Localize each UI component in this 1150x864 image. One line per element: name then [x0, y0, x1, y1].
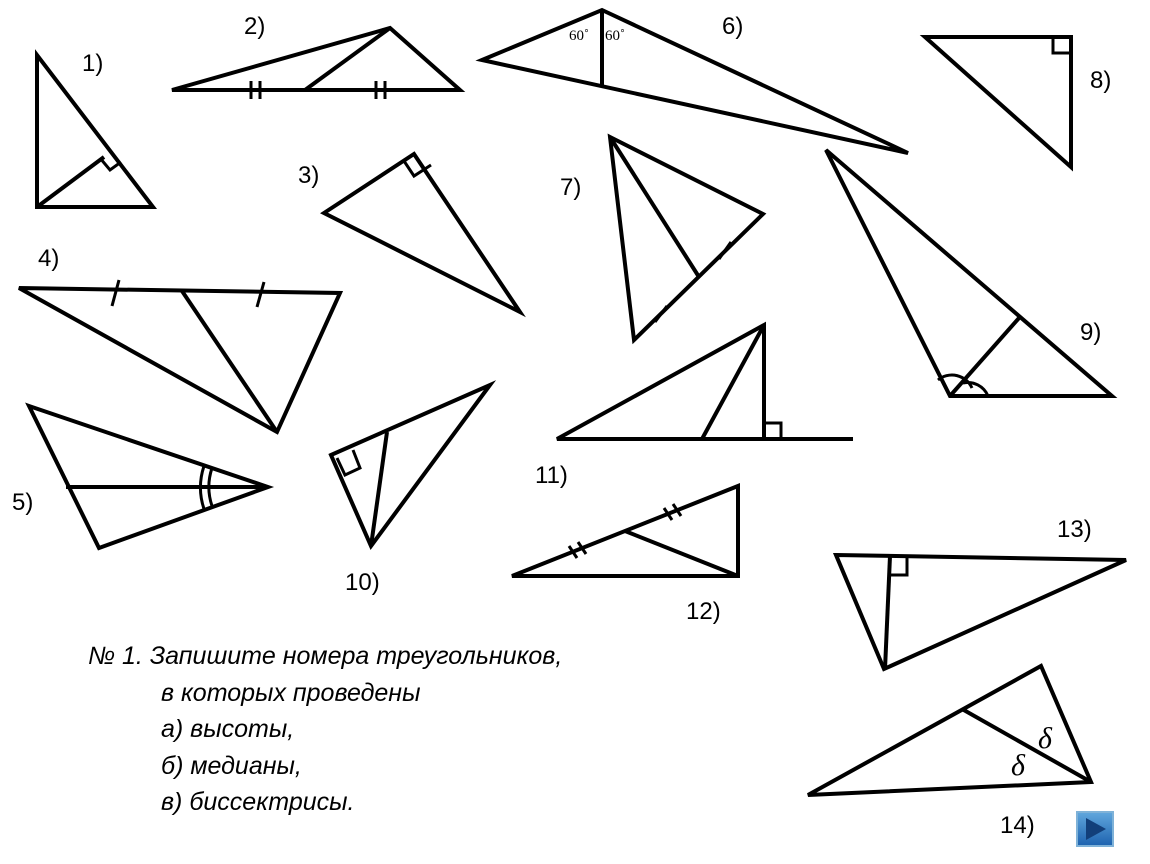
figure-11: 11)	[535, 321, 853, 489]
figure-label-3: 3)	[298, 162, 319, 189]
task-item-a: а) высоты,	[161, 715, 295, 743]
figure-label-14: 14)	[1000, 812, 1035, 839]
figure-label-13: 13)	[1057, 516, 1092, 543]
figure-4: 4)	[18, 245, 344, 435]
task-item-b: б) медианы,	[161, 751, 302, 780]
figure-2: 2)	[171, 13, 466, 99]
next-slide-button[interactable]	[1076, 811, 1114, 847]
figure-label-12: 12)	[686, 598, 721, 625]
angle-label-right: 60˚	[605, 28, 625, 44]
task-line-2: в которых проведены	[161, 678, 421, 707]
figure-13: 13)	[832, 516, 1127, 672]
task-text: № 1. Запишите номера треугольников, в ко…	[88, 638, 562, 821]
figure-3: 3)	[298, 151, 526, 318]
figure-label-4: 4)	[38, 245, 59, 272]
figure-label-10: 10)	[345, 569, 380, 596]
play-triangle-icon	[1086, 818, 1106, 840]
figure-5: 5)	[12, 402, 275, 551]
figure-8: 8)	[919, 35, 1111, 172]
task-line-1: № 1. Запишите номера треугольников,	[88, 642, 563, 670]
delta-label-upper: δ	[1038, 722, 1053, 755]
figure-label-8: 8)	[1090, 67, 1111, 94]
figure-label-5: 5)	[12, 489, 33, 516]
figure-label-9: 9)	[1080, 319, 1101, 346]
figure-label-2: 2)	[244, 13, 265, 40]
figure-9: 9)	[824, 148, 1118, 398]
delta-label-lower: δ	[1011, 749, 1026, 782]
figure-label-1: 1)	[82, 50, 103, 77]
figure-12: 12)	[511, 483, 740, 625]
figure-1: 1)	[35, 49, 158, 209]
figure-label-11: 11)	[535, 462, 568, 489]
figure-14: δ δ 14)	[807, 663, 1094, 839]
task-item-c: в) биссектрисы.	[161, 788, 355, 816]
figure-7: 7)	[560, 133, 767, 345]
angle-label-left: 60˚	[569, 28, 589, 44]
figure-label-6: 6)	[722, 13, 743, 40]
figure-label-7: 7)	[560, 174, 581, 201]
figure-6: 60˚ 60˚ 6)	[475, 7, 909, 155]
figure-10: 10)	[328, 380, 497, 596]
